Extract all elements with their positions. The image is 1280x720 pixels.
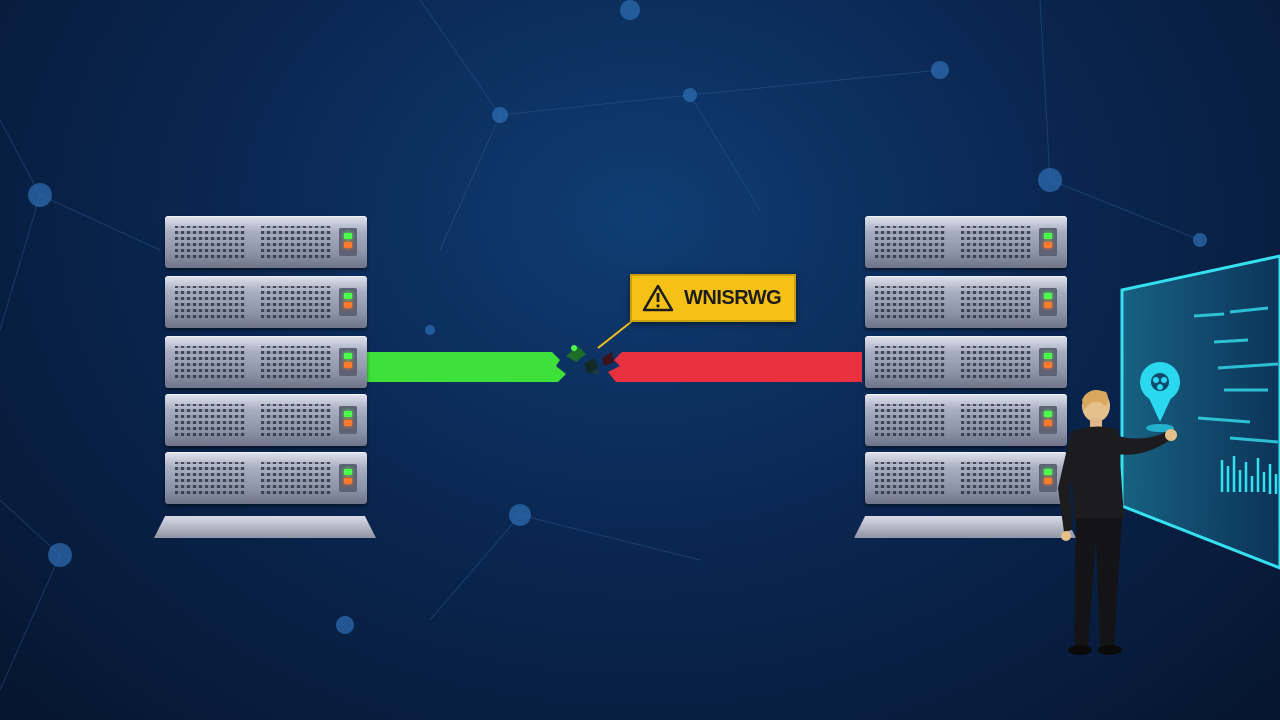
server-unit <box>165 452 367 504</box>
status-led-icon <box>1039 288 1057 316</box>
holographic-display <box>1120 254 1280 570</box>
status-led-icon <box>1039 228 1057 256</box>
healthy-cable <box>366 352 566 382</box>
server-unit <box>865 452 1067 504</box>
status-led-icon <box>339 288 357 316</box>
server-unit <box>165 336 367 388</box>
server-unit <box>865 394 1067 446</box>
server-unit <box>165 394 367 446</box>
server-unit <box>865 276 1067 328</box>
server-unit <box>865 216 1067 268</box>
status-led-icon <box>1039 348 1057 376</box>
warning-sign: WNISRWG <box>630 274 796 322</box>
status-led-icon <box>339 406 357 434</box>
warning-pointer <box>597 317 637 349</box>
server-unit <box>865 336 1067 388</box>
status-led-icon <box>339 228 357 256</box>
status-led-icon <box>339 348 357 376</box>
cable-break-debris <box>566 345 614 374</box>
technician-figure <box>1058 390 1177 655</box>
status-led-icon <box>1039 406 1057 434</box>
bar-graph-icon <box>1220 456 1278 494</box>
warning-label: WNISRWG <box>684 286 782 309</box>
status-led-icon <box>339 464 357 492</box>
status-led-icon <box>1039 464 1057 492</box>
rack-base <box>154 516 376 538</box>
rack-base <box>854 516 1076 538</box>
server-unit <box>165 276 367 328</box>
broken-cable <box>608 352 862 382</box>
server-unit <box>165 216 367 268</box>
warning-triangle-icon <box>642 284 674 312</box>
location-pin-icon <box>1140 362 1180 432</box>
